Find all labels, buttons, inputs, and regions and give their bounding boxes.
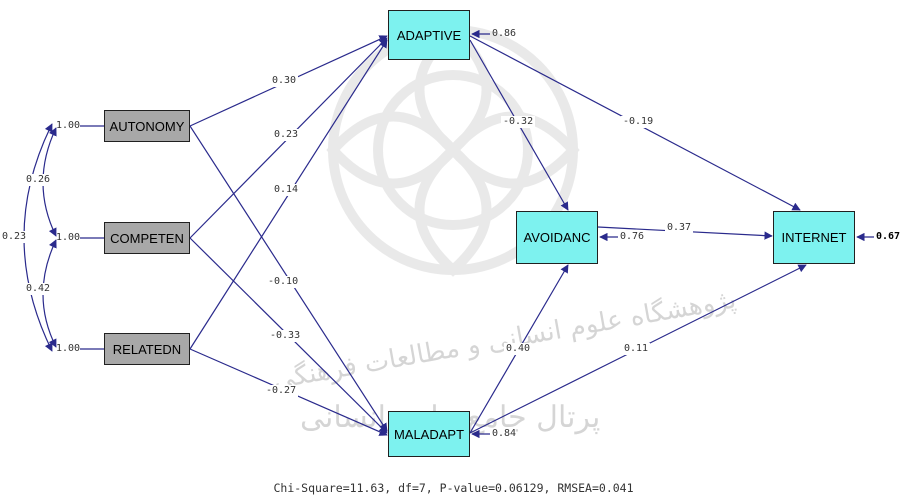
error-avoidanc: 0.76: [620, 231, 645, 242]
path-label-competen-adaptive: 0.23: [272, 129, 301, 141]
path-label-adaptive-avoidanc: -0.32: [501, 116, 536, 128]
path-label-avoidanc-internet: 0.37: [665, 222, 694, 234]
corr-label-competen-relatedn: 0.42: [24, 283, 53, 295]
variance-competen: 1.00: [56, 232, 81, 243]
corr-label-autonomy-relatedn: 0.23: [0, 231, 29, 243]
variance-autonomy: 1.00: [56, 120, 81, 131]
node-adaptive[interactable]: ADAPTIVE: [388, 10, 470, 60]
correlation-autonomy-relatedn: [23, 123, 53, 352]
variance-relatedn: 1.00: [56, 343, 81, 354]
node-internet[interactable]: INTERNET: [773, 211, 855, 264]
fit-statistics: Chi-Square=11.63, df=7, P-value=0.06129,…: [273, 481, 634, 495]
error-internet: 0.67: [876, 231, 901, 242]
node-autonomy[interactable]: AUTONOMY: [104, 110, 190, 142]
path-label-adaptive-internet: -0.19: [621, 116, 656, 128]
error-adaptive: 0.86: [492, 28, 517, 39]
node-competen[interactable]: COMPETEN: [104, 222, 190, 254]
path-label-maladapt-avoidanc: 0.40: [504, 343, 533, 355]
corr-label-autonomy-competen: 0.26: [24, 174, 53, 186]
node-avoidanc[interactable]: AVOIDANC: [516, 211, 598, 264]
path-label-relatedn-adaptive: 0.14: [272, 184, 301, 196]
node-maladapt[interactable]: MALADAPT: [388, 411, 470, 457]
error-maladapt: 0.84: [492, 428, 517, 439]
path-label-maladapt-internet: 0.11: [622, 343, 651, 355]
path-label-autonomy-adaptive: 0.30: [270, 75, 299, 87]
node-relatedn[interactable]: RELATEDN: [104, 333, 190, 365]
path-label-relatedn-maladapt: -0.27: [264, 385, 299, 397]
path-label-competen-maladapt: -0.33: [268, 330, 303, 342]
path-label-autonomy-maladapt: -0.10: [266, 276, 301, 288]
